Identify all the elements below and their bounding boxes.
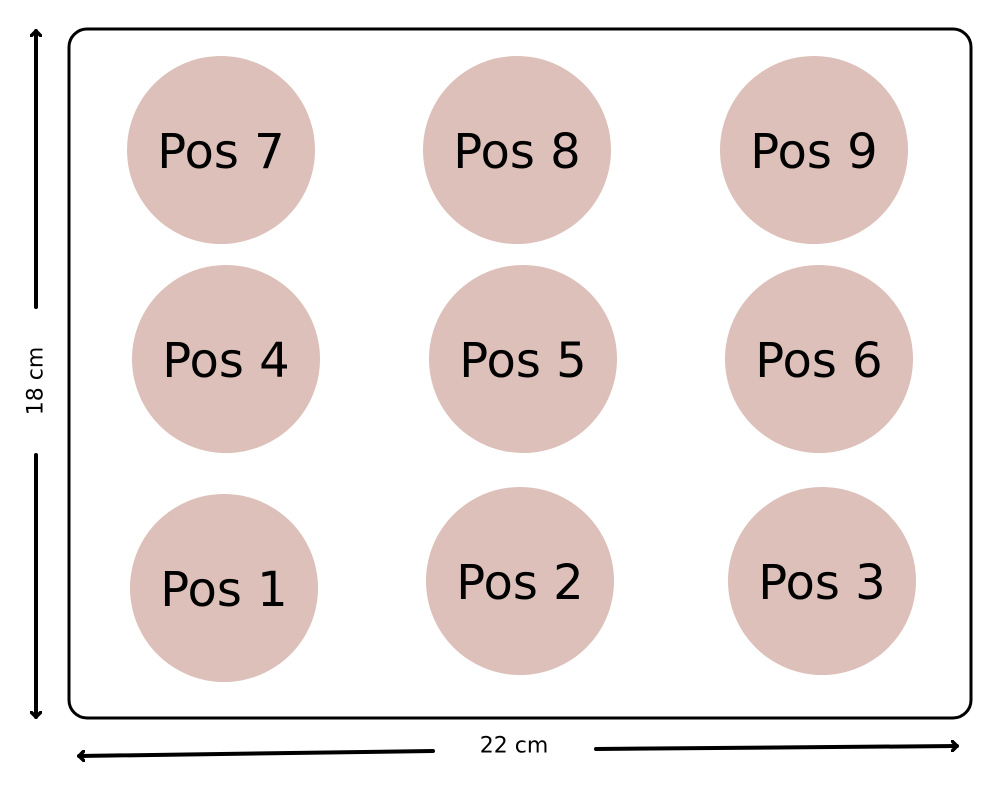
position-circle	[426, 487, 614, 675]
position-circle	[720, 56, 908, 244]
position-pos-6: Pos 6	[725, 265, 913, 453]
width-arrow-right	[594, 746, 959, 749]
position-circle	[127, 56, 315, 244]
position-label: Pos 1	[160, 562, 287, 618]
position-label: Pos 6	[755, 333, 882, 389]
width-label: 22 cm	[480, 734, 549, 759]
board-outline	[67, 27, 973, 720]
position-label: Pos 4	[162, 333, 289, 389]
position-circle	[423, 56, 611, 244]
position-circle	[429, 265, 617, 453]
position-pos-4: Pos 4	[132, 265, 320, 453]
position-circle	[728, 487, 916, 675]
position-circle	[132, 265, 320, 453]
height-label: 18 cm	[24, 347, 49, 416]
position-label: Pos 7	[157, 124, 284, 180]
position-pos-8: Pos 8	[423, 56, 611, 244]
positions-group: Pos 7 Pos 8 Pos 9 Pos 4 Pos 5 Pos 6 Pos …	[127, 56, 916, 682]
position-pos-2: Pos 2	[426, 487, 614, 675]
position-circle	[725, 265, 913, 453]
position-label: Pos 3	[758, 555, 885, 611]
position-label: Pos 8	[453, 124, 580, 180]
position-pos-1: Pos 1	[130, 494, 318, 682]
position-circle	[130, 494, 318, 682]
position-label: Pos 2	[456, 555, 583, 611]
width-arrow-left	[77, 749, 435, 756]
position-label: Pos 9	[750, 124, 877, 180]
position-pos-5: Pos 5	[429, 265, 617, 453]
position-label: Pos 5	[459, 333, 586, 389]
position-pos-7: Pos 7	[127, 56, 315, 244]
position-pos-9: Pos 9	[720, 56, 908, 244]
position-pos-3: Pos 3	[728, 487, 916, 675]
